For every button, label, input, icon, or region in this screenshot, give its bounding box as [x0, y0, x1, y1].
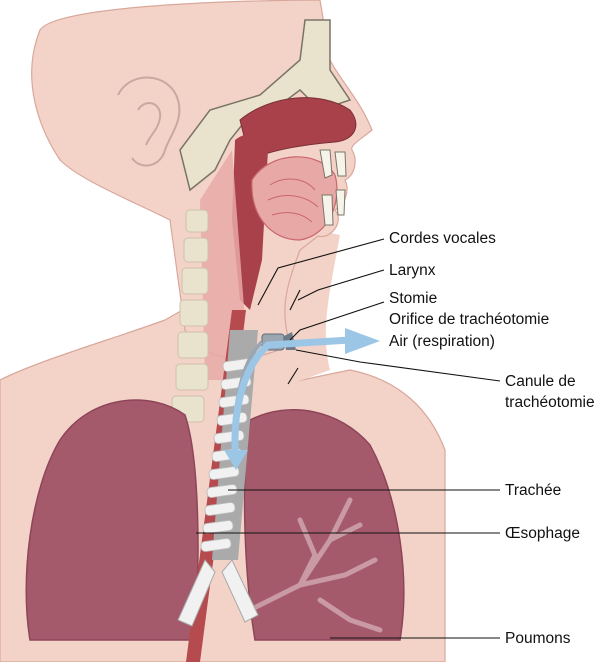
- label-cordes-vocales: Cordes vocales: [389, 229, 496, 248]
- label-air: Air (respiration): [389, 332, 495, 351]
- label-larynx: Larynx: [389, 261, 436, 280]
- label-trachee: Trachée: [505, 481, 561, 500]
- label-stomie: Stomie: [389, 289, 437, 308]
- air-arrow-head-out: [345, 328, 380, 354]
- label-orifice: Orifice de trachéotomie: [389, 310, 549, 329]
- label-canule-line1: Canule de: [505, 372, 576, 391]
- label-canule-line2: trachéotomie: [505, 393, 595, 412]
- label-oesophage: Œsophage: [505, 524, 580, 543]
- label-poumons: Poumons: [505, 629, 570, 648]
